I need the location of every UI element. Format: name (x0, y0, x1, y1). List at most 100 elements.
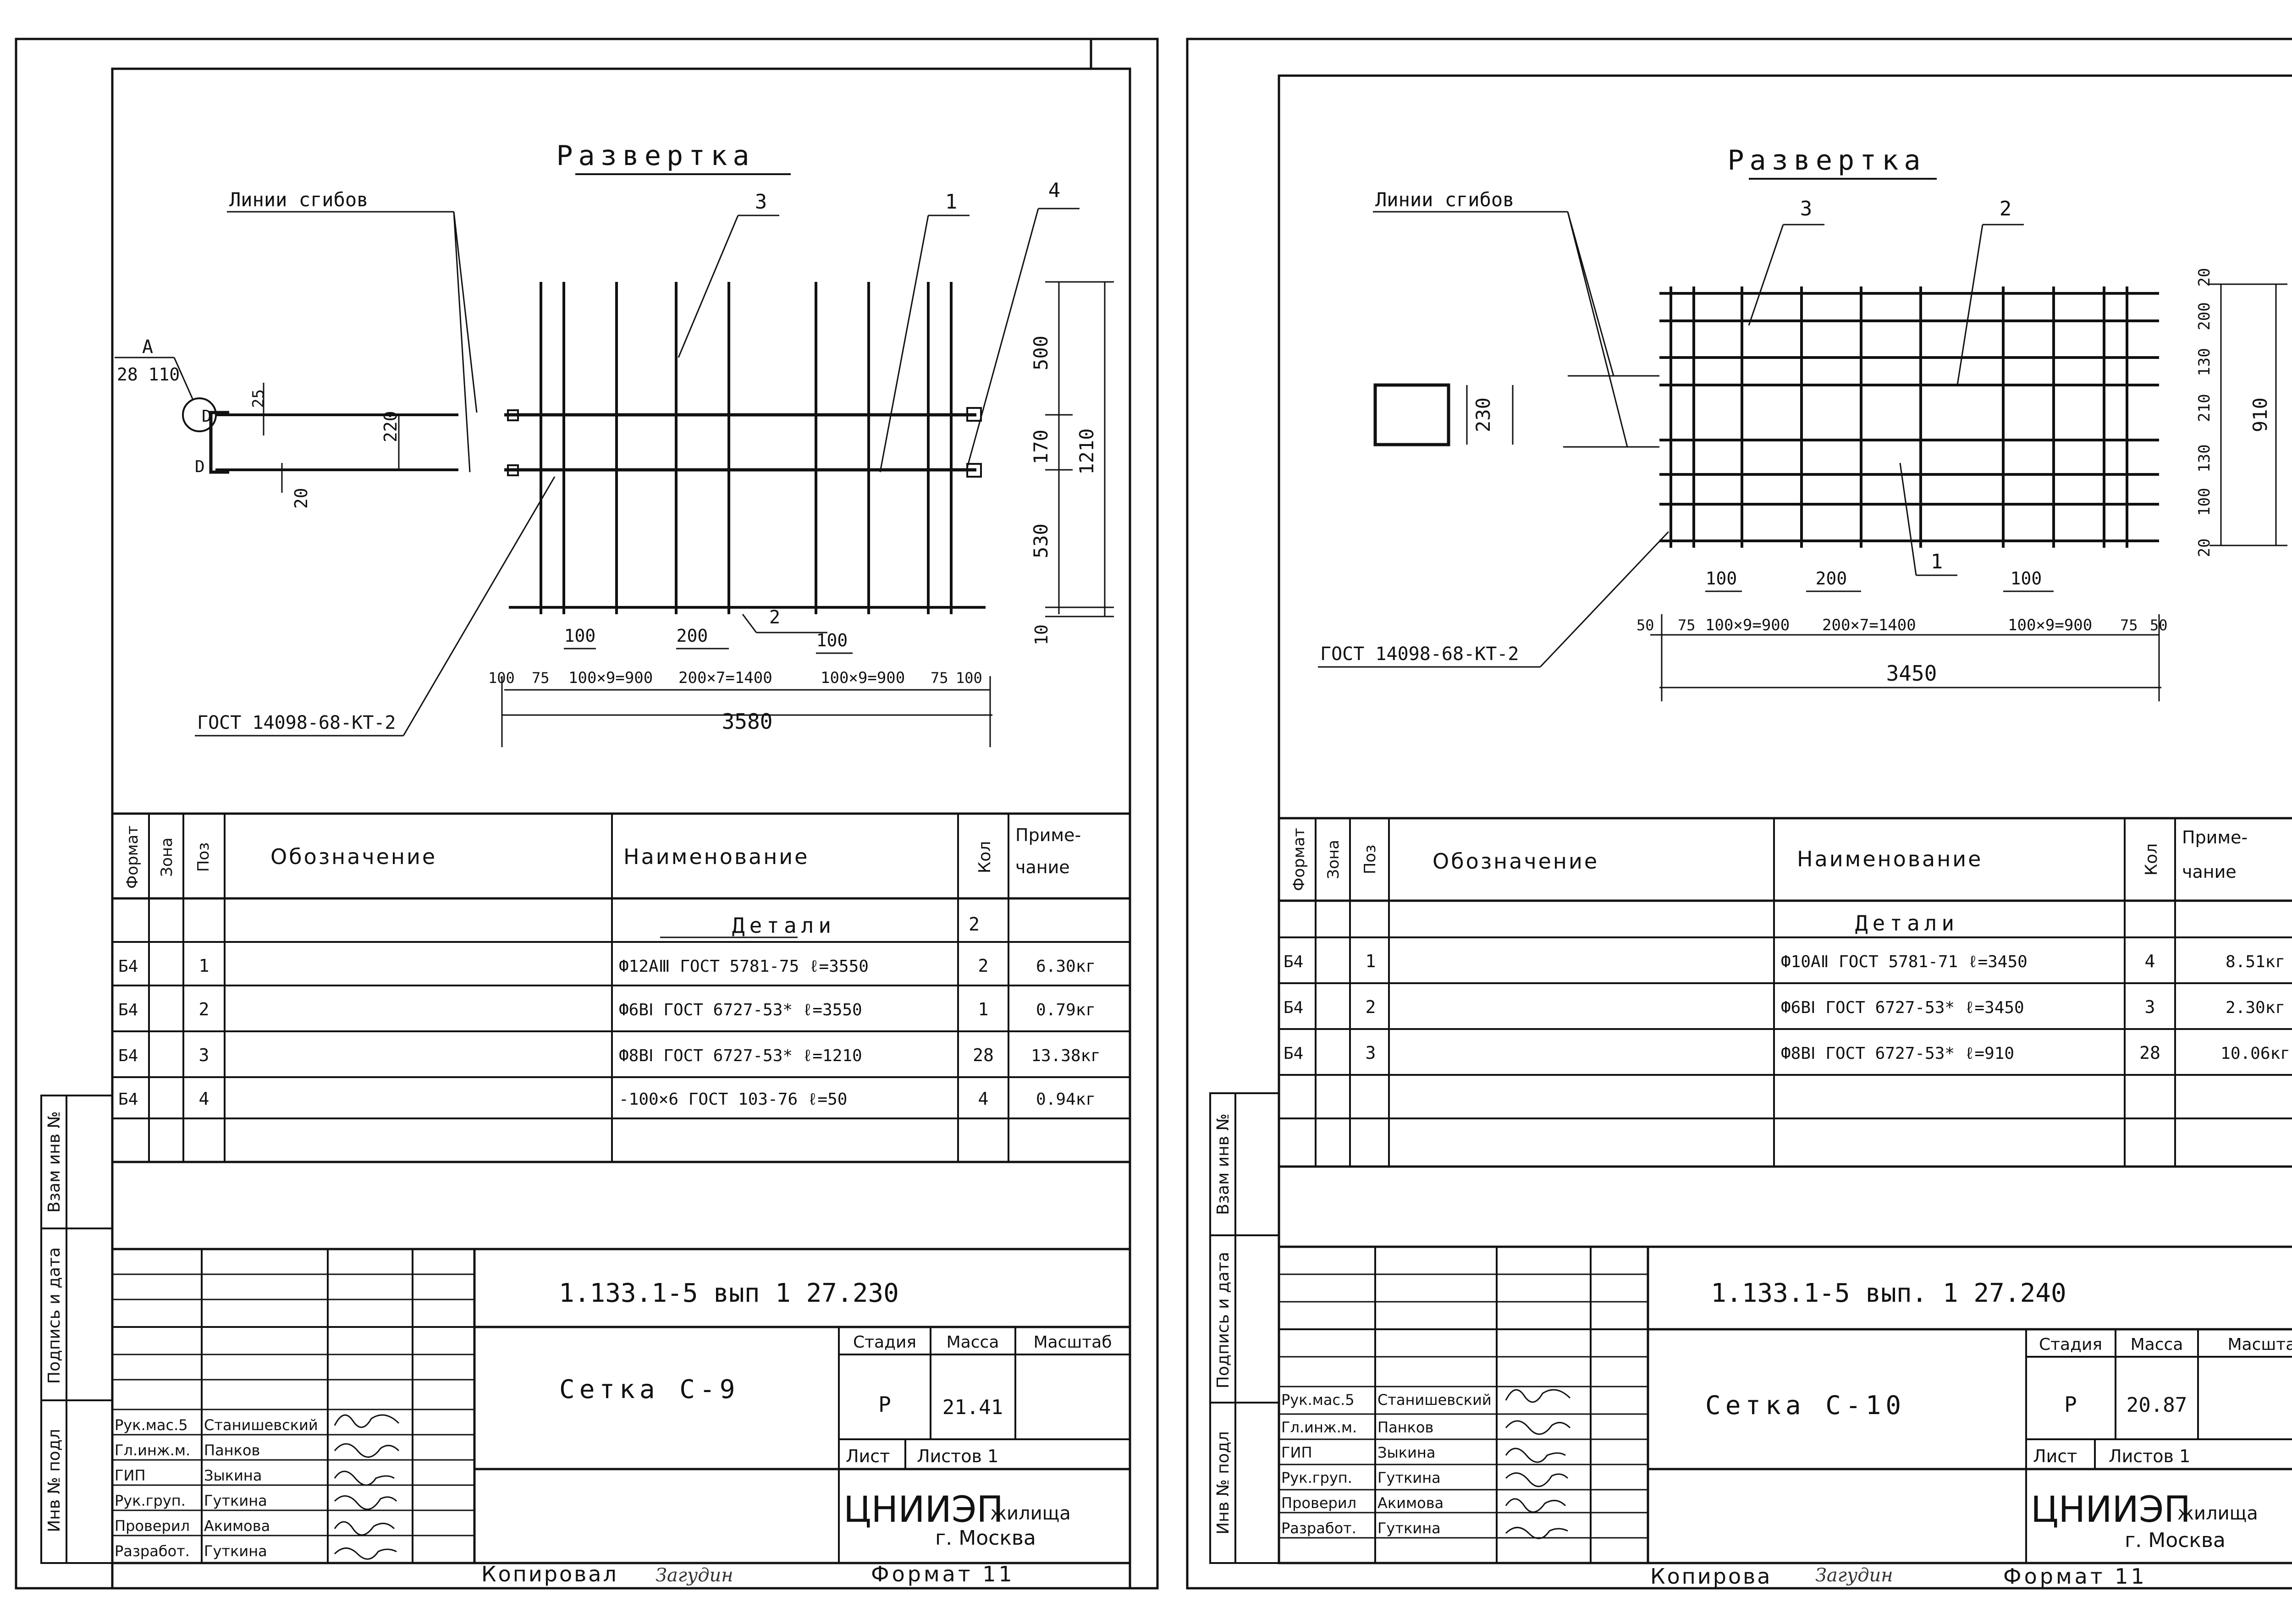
side-inv-podl: Инв № подл (1214, 1431, 1233, 1534)
hdr-qty: Кол (975, 841, 994, 874)
callout-3: 3 (1800, 197, 1813, 220)
row2-qty: 3 (2145, 997, 2155, 1017)
side-strip-left (40, 1095, 113, 1564)
row1-format: Б4 (118, 957, 138, 976)
row1-qty: 4 (2145, 951, 2155, 971)
bdim-100-b: 100 (956, 669, 982, 687)
vdim-20-bottom: 20 (2195, 539, 2214, 557)
mass-label: Масса (947, 1333, 999, 1352)
gost-label: ГОСТ 14098-68-КТ-2 (1320, 644, 1519, 665)
inner-frame-left (111, 67, 1131, 1590)
hdr-name: Наименование (623, 844, 809, 869)
vdim-130-a: 130 (2195, 348, 2214, 376)
mass-value: 21.41 (942, 1396, 1003, 1419)
side-vzam-inv: Взам инв № (1214, 1113, 1233, 1215)
bdim-900-a: 100×9=900 (568, 669, 653, 687)
callout-1: 1 (1931, 550, 1943, 573)
vdim-170: 170 (1030, 429, 1052, 464)
org-city: г. Москва (2125, 1529, 2226, 1552)
row4-note: 0.94кг (1036, 1090, 1096, 1109)
sheets-count: Листов 1 (2109, 1446, 2190, 1466)
row1-name: Ф10АⅡ ГОСТ 5781-71 ℓ=3450 (1781, 952, 2028, 971)
org-main: ЦНИИЭП (843, 1489, 1003, 1530)
role-5: Проверил (115, 1517, 190, 1535)
doc-title: Сетка С-10 (1705, 1391, 1906, 1420)
section-dim-230: 230 (1472, 397, 1494, 432)
scale-label: Масштаб (1033, 1333, 1112, 1352)
doc-title: Сетка С-9 (559, 1375, 739, 1404)
bdim-1400: 200×7=1400 (1822, 616, 1916, 634)
bend-lines-label: Линии сгибов (1375, 188, 1514, 211)
vdim-500: 500 (1030, 336, 1052, 370)
hdr-note-1: Приме- (2182, 827, 2248, 848)
row4-name: -100×6 ГОСТ 103-76 ℓ=50 (619, 1090, 847, 1109)
row3-format: Б4 (1284, 1044, 1303, 1063)
name-6: Гуткина (1377, 1519, 1441, 1537)
row2-qty: 1 (978, 999, 989, 1019)
signatures-left (334, 1414, 400, 1560)
side-sign-date: Подпись и дата (1214, 1252, 1233, 1388)
sheet-right: Развертка Линии сгибов 3 2 1 230 (1186, 38, 2292, 1590)
stage-label: Стадия (2039, 1335, 2102, 1354)
callout-2: 2 (2000, 197, 2012, 220)
bdim-900-b: 100×9=900 (821, 669, 905, 687)
callout-1: 1 (945, 190, 958, 214)
bdim-75-a: 75 (532, 669, 550, 687)
row1-pos: 1 (1366, 951, 1376, 971)
total-width: 3580 (722, 709, 773, 734)
row3-format: Б4 (118, 1046, 138, 1065)
row2-pos: 2 (199, 999, 209, 1019)
vdim-20-top: 20 (2195, 268, 2214, 287)
name-2: Панков (1377, 1419, 1433, 1436)
role-1: Рук.мас.5 (115, 1416, 188, 1434)
section-dim-20: 20 (291, 488, 311, 509)
outer-frame-right (1186, 38, 2292, 1590)
spacing-100-b: 100 (816, 630, 848, 650)
vdim-210: 210 (2195, 394, 2214, 422)
vdim-200: 200 (2195, 302, 2214, 330)
row3-note: 13.38кг (1031, 1046, 1101, 1065)
spacing-100-a: 100 (564, 626, 596, 646)
copied-label: Копирова (1650, 1564, 1772, 1589)
sheet-label: Лист (2033, 1446, 2077, 1466)
section-dim-220: 220 (380, 411, 401, 442)
format-label: Формат 11 (871, 1562, 1015, 1586)
row4-pos: 4 (199, 1089, 209, 1109)
name-5: Акимова (1377, 1494, 1444, 1512)
vdim-1210: 1210 (1075, 428, 1098, 474)
sheet-left: Развертка Линии сгибов 3 1 4 А 28 110 D … (15, 38, 1159, 1590)
mesh-right (1563, 286, 2159, 548)
row2-format: Б4 (118, 1001, 138, 1019)
name-4: Гуткина (204, 1492, 267, 1509)
svg-text:D: D (195, 457, 205, 476)
section-dim-25: 25 (249, 389, 268, 408)
row1-name: Ф12АⅢ ГОСТ 5781-75 ℓ=3550 (619, 957, 869, 976)
name-1: Станишевский (1377, 1391, 1492, 1409)
detail-letter: А (142, 336, 153, 358)
copied-label: Копировал (481, 1562, 618, 1586)
bdim-75-b: 75 (2120, 617, 2138, 634)
side-inv-podl: Инв № подл (45, 1429, 64, 1532)
roles-right: Рук.мас.5 Станишевский Гл.инж.м. Панков … (1281, 1391, 1492, 1537)
role-2: Гл.инж.м. (1281, 1419, 1357, 1436)
name-3: Зыкина (1377, 1444, 1435, 1461)
vdim-10: 10 (1031, 624, 1052, 645)
row4-qty: 4 (978, 1089, 989, 1109)
org-sub: жилища (2177, 1503, 2258, 1524)
mass-label: Масса (2131, 1335, 2183, 1354)
name-3: Зыкина (204, 1467, 262, 1484)
vdim-910: 910 (2249, 397, 2271, 432)
detail-ref: 28 110 (117, 364, 180, 385)
hdr-format: Формат (1290, 828, 1308, 891)
drawing-title: Развертка (1727, 144, 1926, 176)
mesh-left (504, 282, 986, 614)
row4-format: Б4 (118, 1090, 138, 1109)
row2-pos: 2 (1366, 997, 1376, 1017)
mass-value: 20.87 (2127, 1393, 2187, 1417)
svg-text:D: D (202, 407, 212, 426)
spec-section: Детали (732, 913, 836, 938)
row3-name: Ф8ВⅠ ГОСТ 6727-53* ℓ=1210 (619, 1046, 862, 1065)
spacing-100-b: 100 (2011, 568, 2042, 589)
role-3: ГИП (115, 1467, 146, 1484)
